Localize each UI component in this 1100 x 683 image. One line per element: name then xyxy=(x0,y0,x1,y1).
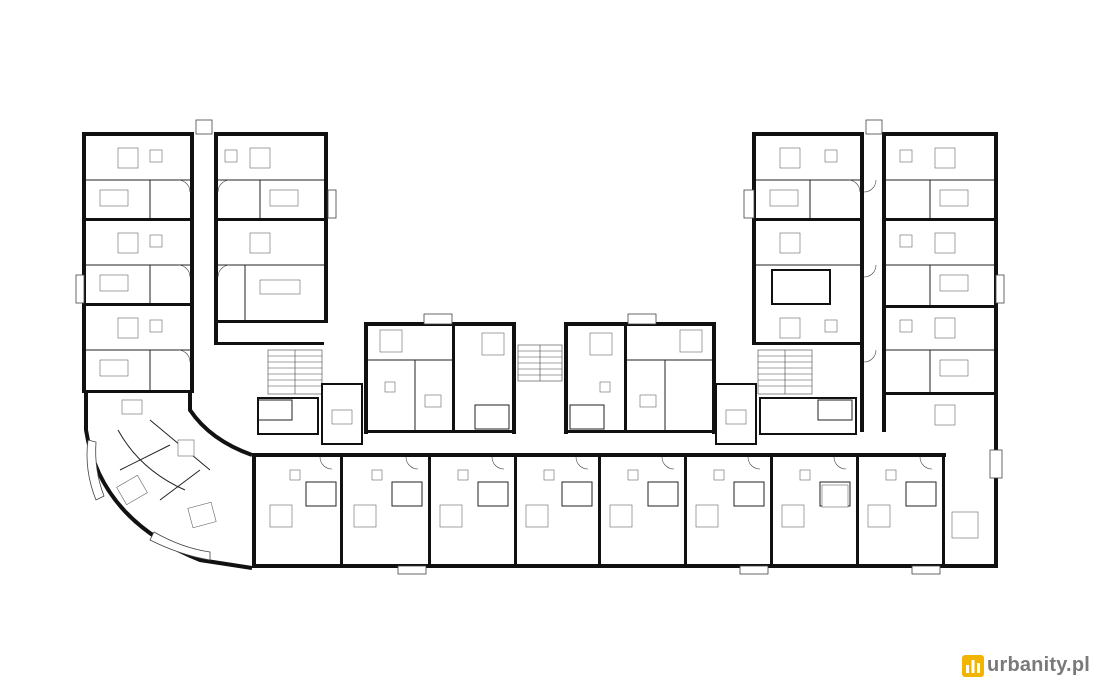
central-bar xyxy=(252,453,996,575)
urbanity-logo-icon xyxy=(962,654,985,677)
watermark: urbanity.pl xyxy=(962,654,1090,677)
right-wing xyxy=(743,119,1005,568)
watermark-text: urbanity.pl xyxy=(987,654,1090,676)
central-upper-block xyxy=(257,313,857,445)
left-wing xyxy=(75,119,337,395)
curved-corner xyxy=(84,392,253,570)
